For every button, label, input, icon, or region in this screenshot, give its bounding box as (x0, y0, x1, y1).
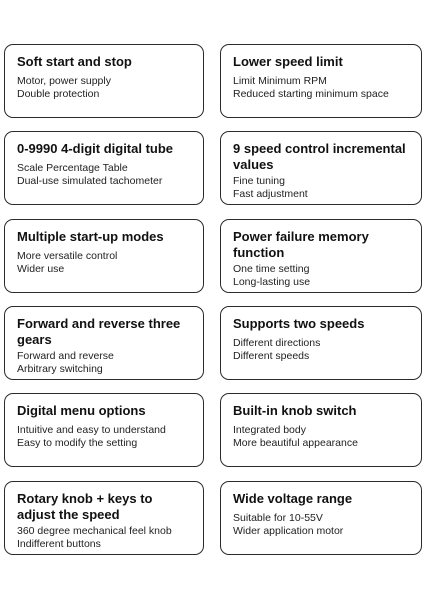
feature-detail: More versatile control (17, 250, 118, 262)
feature-detail: More beautiful appearance (233, 437, 358, 449)
feature-card-rotary-knob: Rotary knob + keys to adjust the speed 3… (4, 481, 204, 555)
feature-title: Rotary knob + keys to adjust the speed (17, 491, 153, 522)
feature-detail: Dual-use simulated tachometer (17, 175, 163, 187)
feature-detail: Different directions (233, 337, 321, 349)
feature-detail: Reduced starting minimum space (233, 88, 389, 100)
feature-card-power-failure-memory: Power failure memory function One time s… (220, 219, 422, 293)
feature-detail: Intuitive and easy to understand (17, 424, 166, 436)
feature-detail: Wider application motor (233, 525, 344, 537)
feature-detail: Wider use (17, 263, 65, 275)
feature-title: Power failure memory function (233, 229, 369, 260)
feature-title: Wide voltage range (233, 491, 353, 506)
feature-card-soft-start: Soft start and stop Motor, power supply … (4, 44, 204, 118)
feature-detail: Fast adjustment (233, 188, 308, 200)
feature-detail: Integrated body (233, 424, 306, 436)
feature-detail: Limit Minimum RPM (233, 75, 327, 87)
feature-card-voltage-range: Wide voltage range Suitable for 10-55V W… (220, 481, 422, 555)
feature-title: Forward and reverse three gears (17, 316, 181, 347)
feature-card-lower-speed-limit: Lower speed limit Limit Minimum RPM Redu… (220, 44, 422, 118)
feature-detail: Long-lasting use (233, 276, 311, 288)
feature-card-startup-modes: Multiple start-up modes More versatile c… (4, 219, 204, 293)
feature-title: Soft start and stop (17, 54, 132, 69)
feature-detail: Fine tuning (233, 175, 285, 187)
feature-title: Lower speed limit (233, 54, 343, 69)
feature-detail: Different speeds (233, 350, 310, 362)
feature-detail: Suitable for 10-55V (233, 512, 323, 524)
feature-card-two-speeds: Supports two speeds Different directions… (220, 306, 422, 380)
feature-detail: 360 degree mechanical feel knob (17, 525, 172, 537)
feature-card-knob-switch: Built-in knob switch Integrated body Mor… (220, 393, 422, 467)
feature-title: Multiple start-up modes (17, 229, 164, 244)
feature-card-speed-increments: 9 speed control incremental values Fine … (220, 131, 422, 205)
feature-title: Supports two speeds (233, 316, 365, 331)
feature-detail: One time setting (233, 263, 310, 275)
feature-card-digital-menu: Digital menu options Intuitive and easy … (4, 393, 204, 467)
feature-card-forward-reverse: Forward and reverse three gears Forward … (4, 306, 204, 380)
feature-detail: Indifferent buttons (17, 538, 101, 550)
feature-detail: Easy to modify the setting (17, 437, 138, 449)
feature-detail: Motor, power supply (17, 75, 111, 87)
feature-detail: Arbitrary switching (17, 363, 103, 375)
feature-title: 0-9990 4-digit digital tube (17, 141, 174, 156)
feature-title: Digital menu options (17, 403, 146, 418)
feature-card-digital-tube: 0-9990 4-digit digital tube Scale Percen… (4, 131, 204, 205)
feature-detail: Scale Percentage Table (17, 162, 128, 174)
feature-detail: Forward and reverse (17, 350, 114, 362)
feature-detail: Double protection (17, 88, 100, 100)
feature-title: Built-in knob switch (233, 403, 357, 418)
feature-title: 9 speed control incremental values (233, 141, 406, 172)
